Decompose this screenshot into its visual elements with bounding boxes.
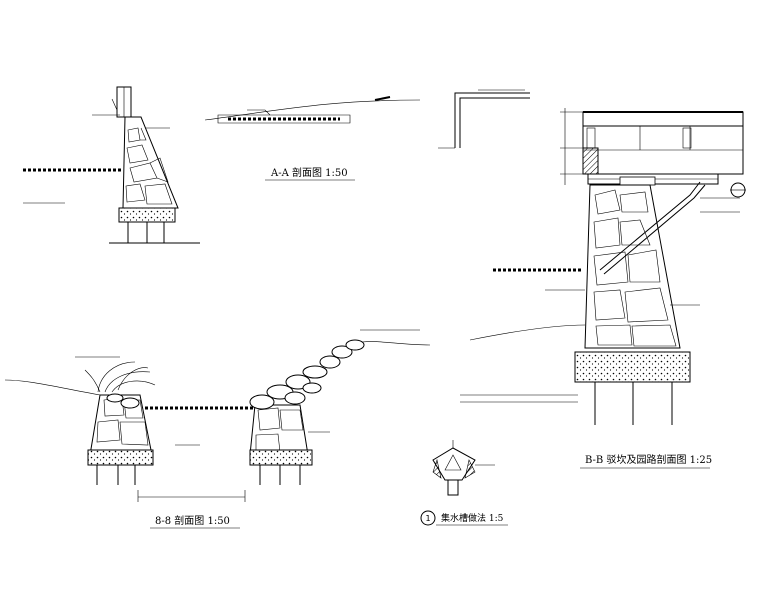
foundation-aa bbox=[118, 207, 176, 223]
wall-cap-detail bbox=[438, 89, 530, 149]
section-aa-title: A-A 剖面图 1:50 bbox=[270, 166, 348, 179]
detail-1: 1 集水槽做法 1:5 bbox=[420, 440, 508, 526]
ground-line bbox=[204, 99, 421, 121]
foundation-88-left bbox=[87, 449, 154, 466]
foundation-88-right bbox=[249, 449, 313, 466]
detail-marker-circle bbox=[420, 510, 436, 526]
section-bb: B-B 驳坎及园路剖面图 1:25 bbox=[460, 108, 746, 469]
boulder-slope bbox=[249, 339, 365, 410]
section-88: 8-8 剖面图 1:50 bbox=[4, 329, 431, 529]
foundation-bb bbox=[574, 351, 691, 383]
section-88-title: 8-8 剖面图 1:50 bbox=[155, 514, 230, 527]
plant-left bbox=[84, 361, 156, 393]
section-aa: A-A 剖面图 1:50 bbox=[23, 86, 355, 244]
section-bb-title: B-B 驳坎及园路剖面图 1:25 bbox=[585, 453, 712, 466]
detail-number: 1 bbox=[425, 514, 430, 523]
detail-1-title: 集水槽做法 1:5 bbox=[441, 512, 504, 524]
paving-structure bbox=[582, 111, 744, 175]
stone-wall-bb bbox=[584, 184, 681, 349]
